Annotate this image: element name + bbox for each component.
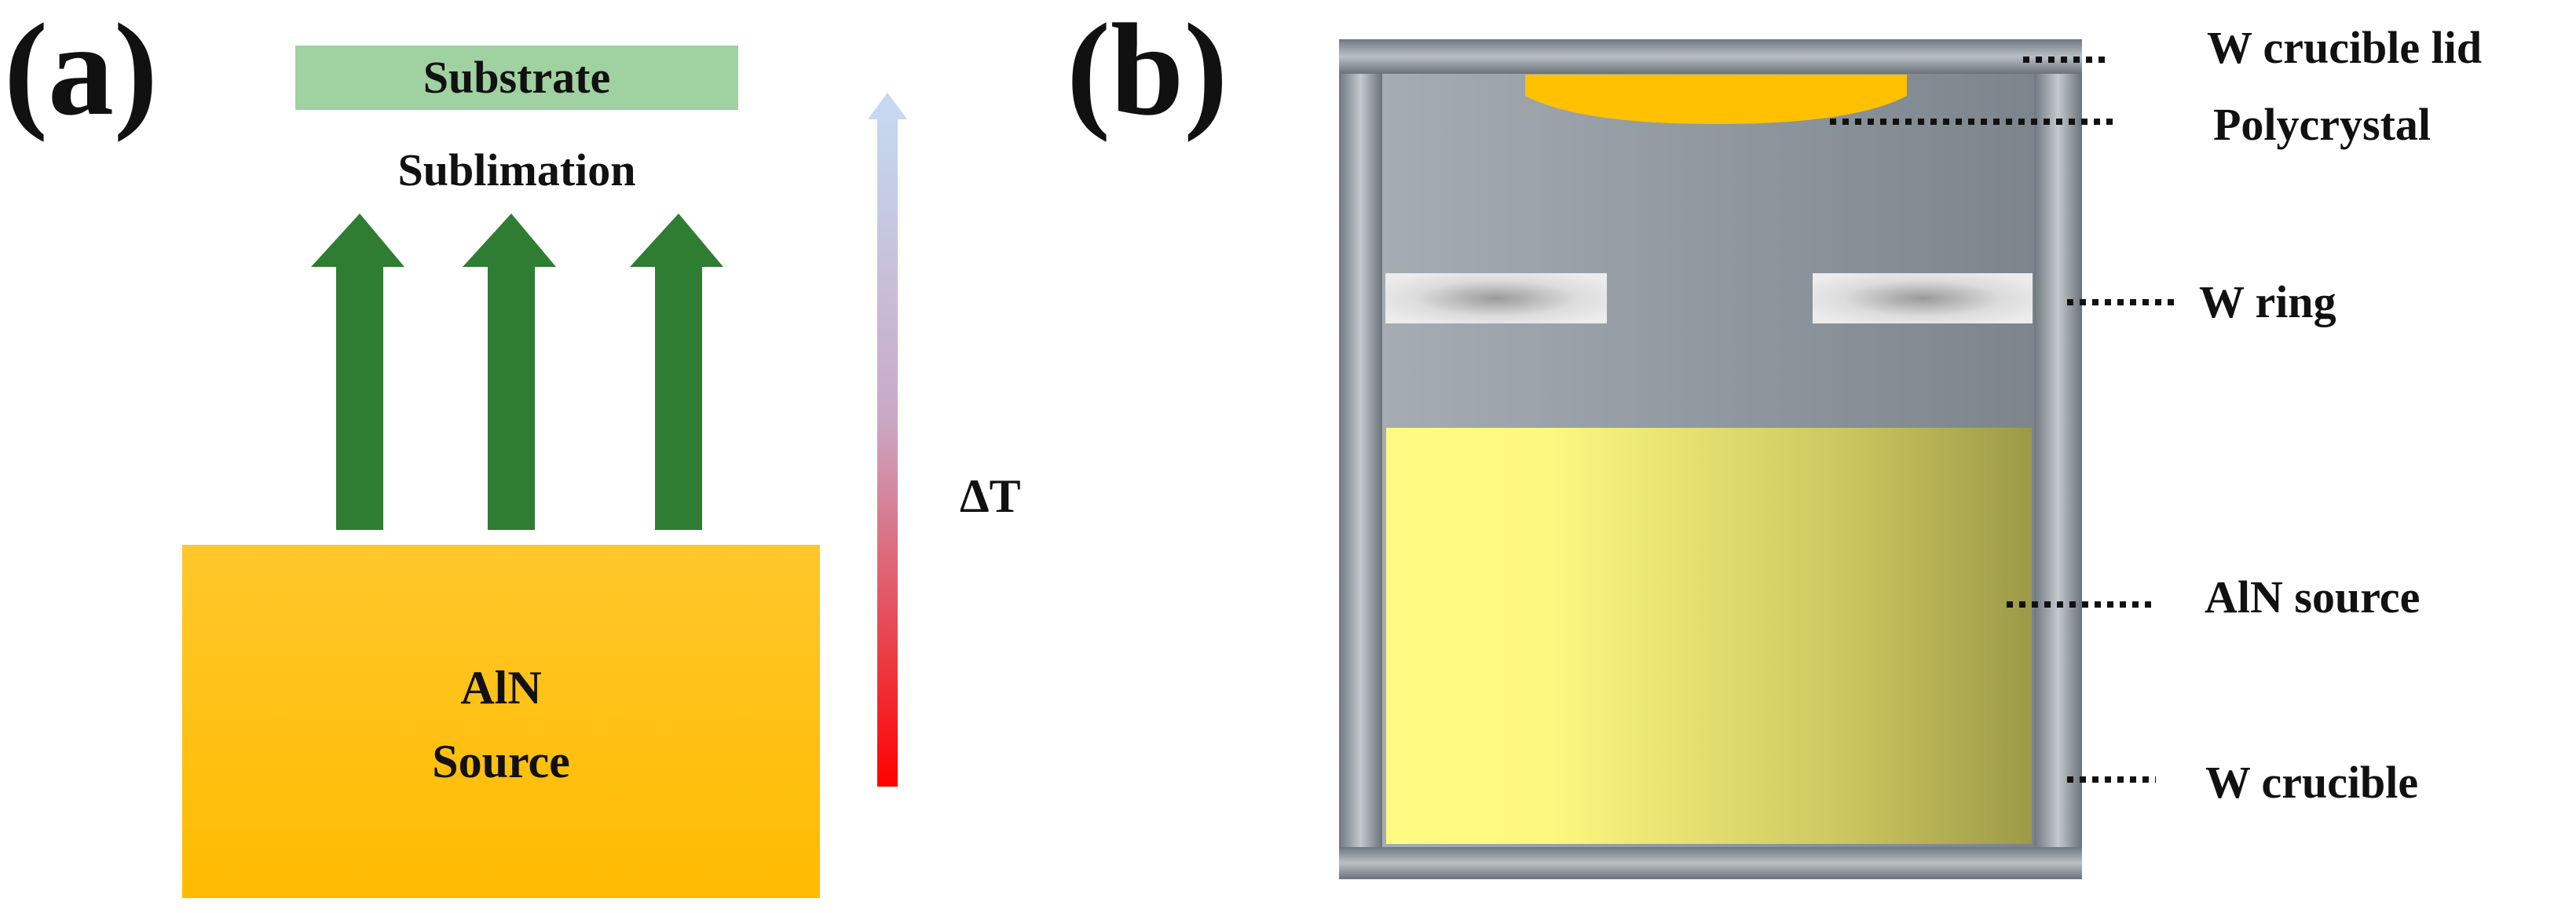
sublimation-arrow-right — [630, 214, 723, 530]
panel-b-label: (b) — [1067, 0, 1228, 143]
sublimation-arrow-middle — [463, 214, 556, 530]
substrate-label: Substrate — [423, 52, 610, 103]
substrate-plate — [295, 46, 738, 110]
lid-label: W crucible lid — [2207, 22, 2482, 73]
w-ring-right — [1813, 273, 2033, 323]
aln-source-block — [182, 545, 820, 898]
crucible-left-wall — [1339, 39, 1382, 879]
panel-b: (b) W crucible lid Polycrystal W ring Al… — [1067, 0, 2482, 879]
crucible-lid — [1339, 39, 2082, 74]
ring-label: W ring — [2199, 276, 2336, 327]
polycrystal — [1525, 75, 1907, 124]
aln-source-label: AlN source — [2205, 572, 2420, 623]
crucible-right-wall — [2034, 39, 2082, 879]
w-ring-left — [1385, 273, 1607, 323]
crucible-bottom — [1339, 847, 2082, 879]
panel-a: (a) Substrate Sublimation AlN Source ΔT — [4, 0, 1021, 898]
source-label-line2: Source — [432, 736, 570, 787]
aln-source-charge — [1386, 428, 2032, 844]
sublimation-label: Sublimation — [398, 144, 636, 195]
temperature-gradient-bar — [877, 118, 898, 787]
sublimation-arrow-left — [311, 214, 404, 530]
panel-a-label: (a) — [4, 0, 158, 143]
polycrystal-label: Polycrystal — [2213, 99, 2431, 150]
crucible-label: W crucible — [2205, 757, 2418, 808]
source-label-line1: AlN — [460, 662, 541, 714]
gradient-arrow-head — [868, 93, 907, 119]
delta-t-label: ΔT — [960, 470, 1021, 522]
